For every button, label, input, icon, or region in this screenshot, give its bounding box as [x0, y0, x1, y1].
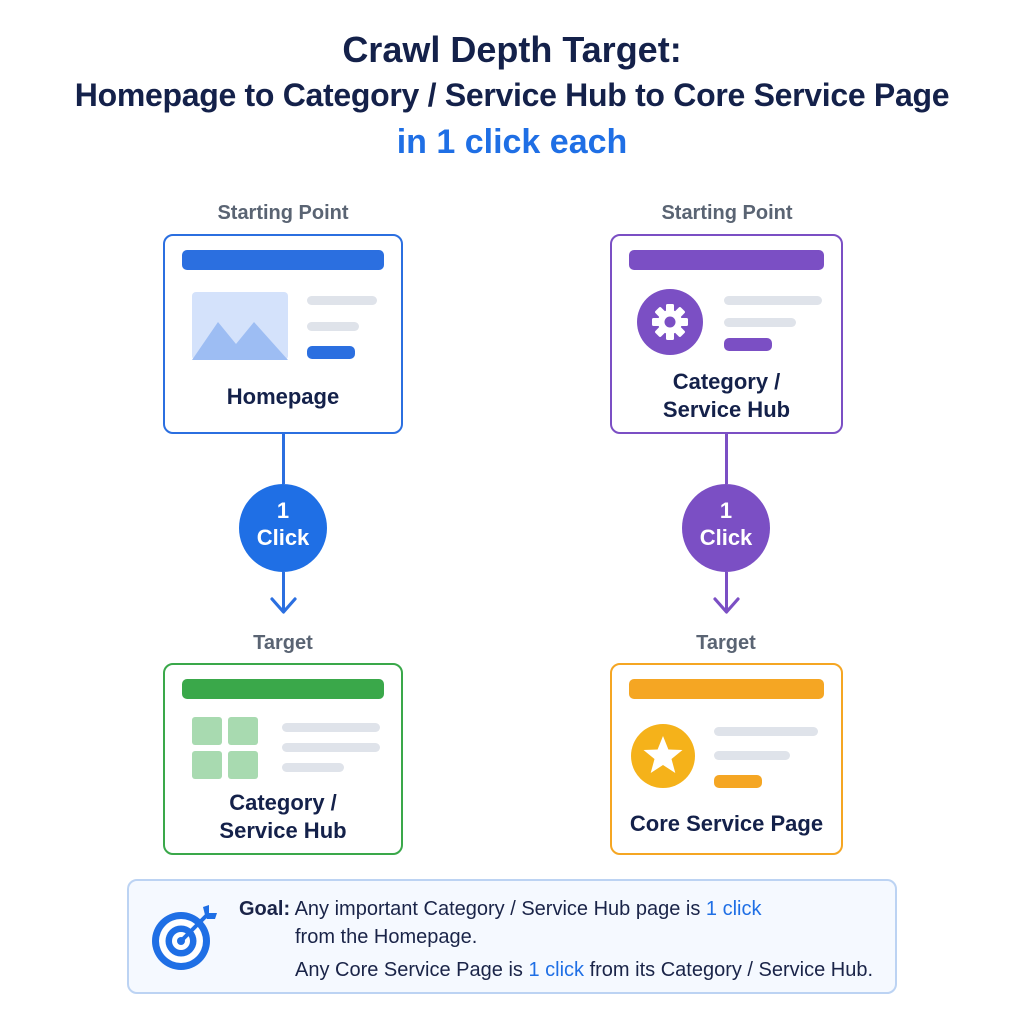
goal-line-3-text: Any Core Service Page is [295, 959, 523, 981]
goal-box: Goal: Any important Category / Service H… [127, 879, 897, 994]
category-hub-start-card: Category / Service Hub [610, 234, 843, 434]
right-click-bubble: 1 Click [682, 484, 770, 572]
category-hub-target-label: Category / Service Hub [165, 789, 401, 845]
goal-line-1-highlight: 1 click [705, 898, 762, 920]
left-click-word: Click [256, 525, 310, 550]
caption-line-2: Service Hub [662, 397, 791, 422]
left-connector-top [282, 434, 285, 484]
goal-label: Goal: [239, 898, 291, 920]
card-header-bar [629, 679, 824, 699]
target-icon [152, 905, 217, 970]
category-hub-start-label: Category / Service Hub [612, 368, 841, 424]
right-click-number: 1 [719, 498, 733, 523]
goal-line-3-tail: from its Category / Service Hub. [589, 959, 874, 981]
card-header-bar [182, 679, 384, 699]
goal-line-3: Any Core Service Page is 1 click from it… [295, 957, 873, 983]
goal-line-2: from the Homepage. [295, 926, 478, 948]
title-line-3: in 1 click each [396, 123, 628, 161]
core-service-page-card: Core Service Page [610, 663, 843, 855]
goal-line-1: Goal: Any important Category / Service H… [239, 896, 761, 922]
star-icon [631, 724, 695, 788]
category-hub-target-card: Category / Service Hub [163, 663, 403, 855]
left-arrow-down-icon [270, 597, 297, 614]
left-connector-bottom [282, 572, 285, 612]
left-target-label: Target [253, 632, 313, 654]
diagram-title: Crawl Depth Target: Homepage to Category… [0, 28, 1024, 166]
right-arrow-down-icon [713, 597, 740, 614]
goal-line-1-text: Any important Category / Service Hub pag… [294, 898, 701, 920]
title-line-1: Crawl Depth Target: [342, 29, 682, 70]
title-line-2: Homepage to Category / Service Hub to Co… [74, 77, 950, 113]
caption-line-2: Service Hub [219, 818, 347, 843]
left-click-bubble: 1 Click [239, 484, 327, 572]
caption-line-1: Category / [229, 790, 337, 815]
right-click-word: Click [699, 525, 753, 550]
core-service-page-label: Core Service Page [629, 811, 824, 836]
right-connector-top [725, 434, 728, 484]
goal-line-3-highlight: 1 click [528, 959, 585, 981]
card-header-bar [182, 250, 384, 270]
grid-icon [192, 717, 258, 779]
homepage-card: Homepage [163, 234, 403, 434]
left-start-label: Starting Point [217, 202, 349, 224]
image-icon [192, 292, 288, 360]
caption-line-1: Category / [672, 369, 781, 394]
right-start-label: Starting Point [661, 202, 793, 224]
right-connector-bottom [725, 572, 728, 612]
homepage-card-label: Homepage [226, 384, 340, 409]
right-target-label: Target [696, 632, 756, 654]
left-click-number: 1 [276, 498, 290, 523]
gear-icon [637, 289, 703, 355]
card-header-bar [629, 250, 824, 270]
